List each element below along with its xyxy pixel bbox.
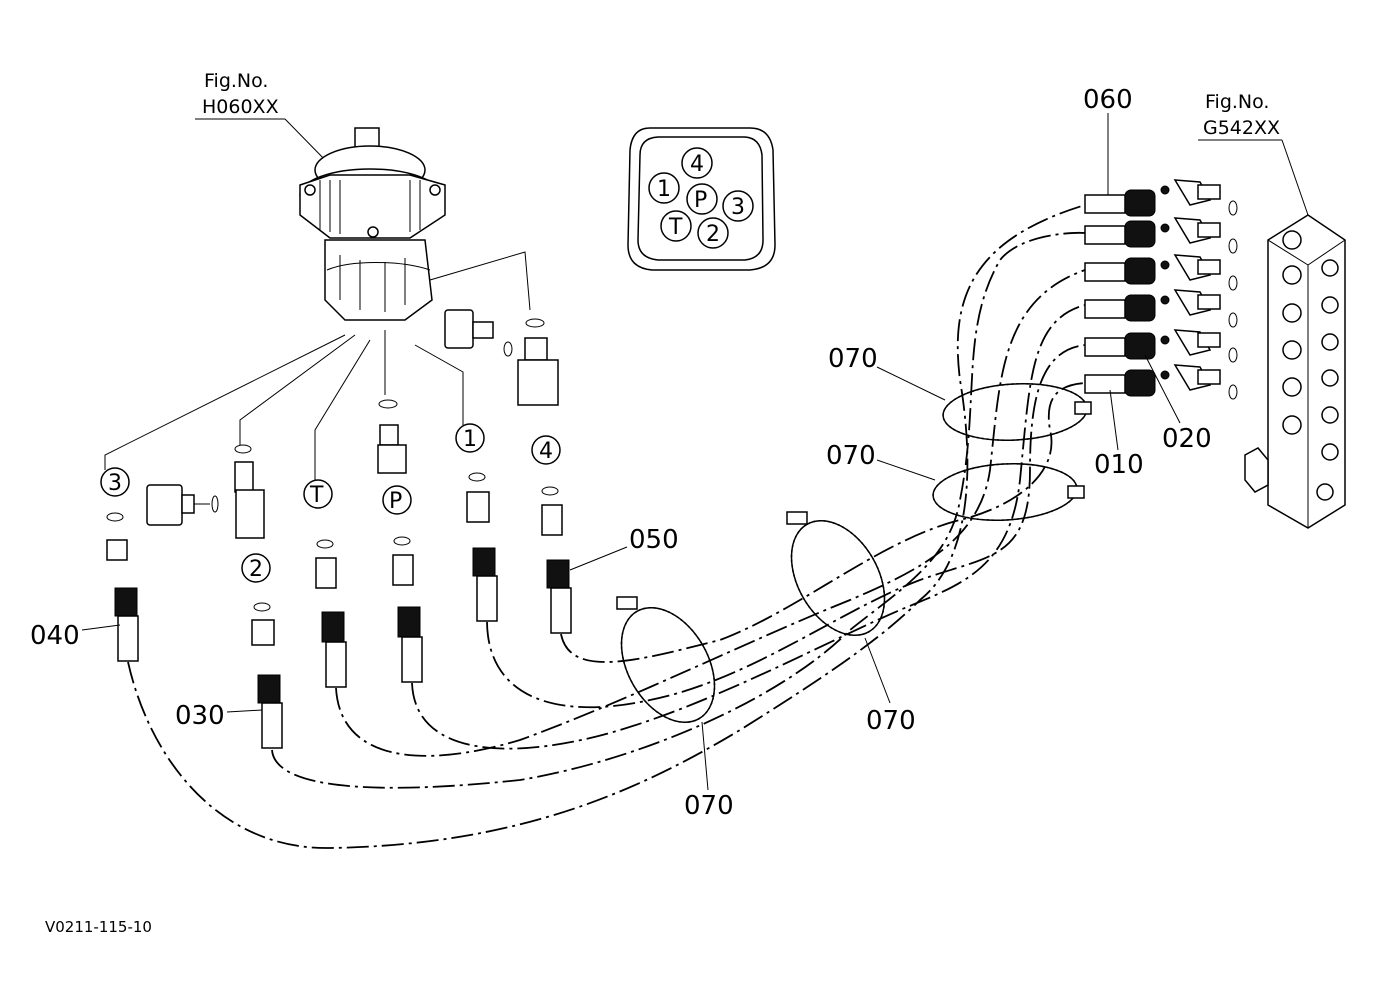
port-markers: 3 T P 1 4 2 — [100, 423, 561, 583]
port-p: P — [694, 188, 707, 213]
valve-leader-lines — [104, 251, 531, 485]
figure-ref-code: G542XX — [1203, 117, 1280, 139]
port-marker-4: 4 — [539, 439, 553, 464]
port-2: 2 — [706, 222, 720, 247]
clamp-4 — [932, 463, 1085, 521]
port-1: 1 — [657, 177, 671, 202]
hose-lines — [127, 204, 1086, 849]
port-marker-p: P — [389, 489, 402, 514]
port-marker-2: 2 — [249, 557, 263, 582]
valve-side-fittings — [146, 309, 559, 539]
port-marker-1: 1 — [463, 427, 477, 452]
port-pattern-inset: 4 1 P 3 T 2 — [627, 127, 776, 271]
part-label-020[interactable]: 020 — [1162, 424, 1212, 454]
part-label-070-a[interactable]: 070 — [828, 344, 878, 374]
port-t: T — [668, 215, 683, 240]
clamp-3 — [942, 383, 1092, 441]
hose-clamps — [616, 383, 1092, 724]
part-label-070-b[interactable]: 070 — [826, 441, 876, 471]
valve-hose-ends — [106, 472, 572, 749]
control-valve-block — [1244, 214, 1346, 529]
part-label-070-d[interactable]: 070 — [684, 791, 734, 821]
port-marker-3: 3 — [108, 471, 122, 496]
part-label-070-c[interactable]: 070 — [866, 706, 916, 736]
port-marker-t: T — [309, 483, 324, 508]
figure-ref-label: Fig.No. — [204, 70, 268, 92]
port-3: 3 — [731, 195, 745, 220]
clamp-1 — [616, 596, 716, 724]
port-4: 4 — [690, 152, 704, 177]
figure-ref-h060xx[interactable]: Fig.No. H060XX — [195, 70, 331, 166]
part-label-050[interactable]: 050 — [629, 525, 679, 555]
part-label-030[interactable]: 030 — [175, 701, 225, 731]
figure-ref-g542xx[interactable]: Fig.No. G542XX — [1198, 91, 1309, 216]
clamp-2 — [786, 511, 886, 637]
part-label-010[interactable]: 010 — [1094, 450, 1144, 480]
manifold-hose-ends — [1084, 179, 1238, 400]
part-callouts: 060 020 010 050 040 030 070 070 070 070 — [30, 85, 1212, 821]
figure-ref-code: H060XX — [202, 96, 279, 118]
drawing-code: V0211-115-10 — [45, 918, 152, 936]
pilot-valve — [299, 127, 446, 321]
part-label-060[interactable]: 060 — [1083, 85, 1133, 115]
figure-ref-label: Fig.No. — [1205, 91, 1269, 113]
part-label-040[interactable]: 040 — [30, 621, 80, 651]
